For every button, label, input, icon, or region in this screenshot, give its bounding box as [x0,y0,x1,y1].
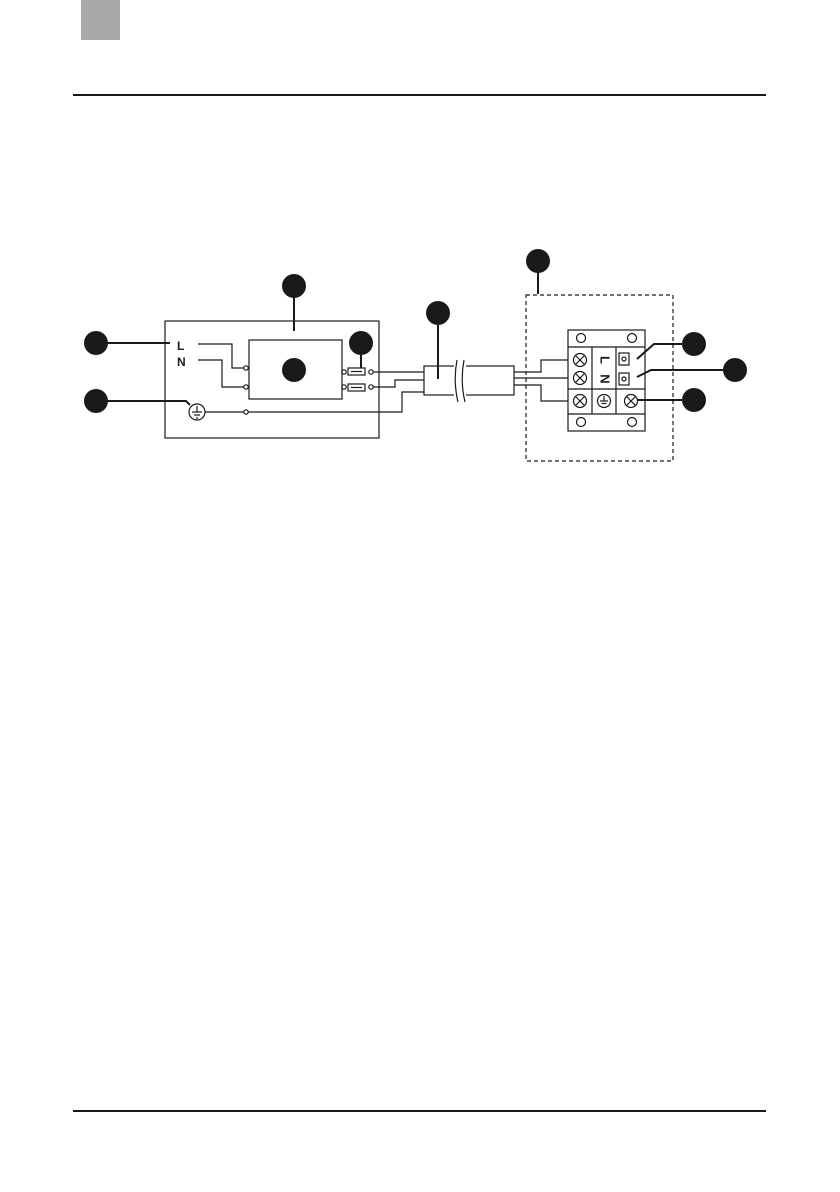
socket-contact-hole [622,357,626,361]
neutral-out-wire [373,380,424,387]
callout-leader [107,401,190,405]
callout-marker-icon [723,358,747,382]
fuse-icon [348,384,365,391]
live-supply-wire [198,344,244,368]
socket-contact-hole [622,377,626,381]
terminal-screw-icon [574,354,587,367]
socket-label-live: L [598,356,613,364]
callout-marker-icon [426,301,450,325]
callout-marker-icon [349,331,373,355]
callout-marker-icon [282,358,306,382]
terminal-screw-icon [574,395,587,408]
terminal-dot [369,385,373,389]
callout-leader [637,370,735,377]
fuse-icon [348,368,365,375]
earth-wire-out [248,392,424,412]
callout-marker-icon [526,249,550,273]
terminal-screw-icon [574,372,587,385]
callout-marker-icon [282,274,306,298]
socket-contact [619,373,629,385]
callout-marker-icon [84,389,108,413]
live-socket-wire [514,360,568,372]
callout-marker-icon [682,332,706,356]
terminal-dot [369,370,373,374]
supply-label-live: L [177,339,184,353]
socket-contact [619,353,629,365]
supply-label-neutral: N [177,355,186,369]
terminal-dot [244,410,248,414]
terminal-dot [244,366,248,370]
earth-symbol-icon [598,395,611,408]
callout-marker-icon [682,388,706,412]
neutral-supply-wire [198,360,244,387]
earth-socket-wire [514,385,568,401]
earth-symbol-icon [189,404,205,420]
terminal-screw-icon [625,395,638,408]
socket-label-neutral: N [598,374,613,383]
callout-marker-icon [84,331,108,355]
terminal-dot [244,385,248,389]
